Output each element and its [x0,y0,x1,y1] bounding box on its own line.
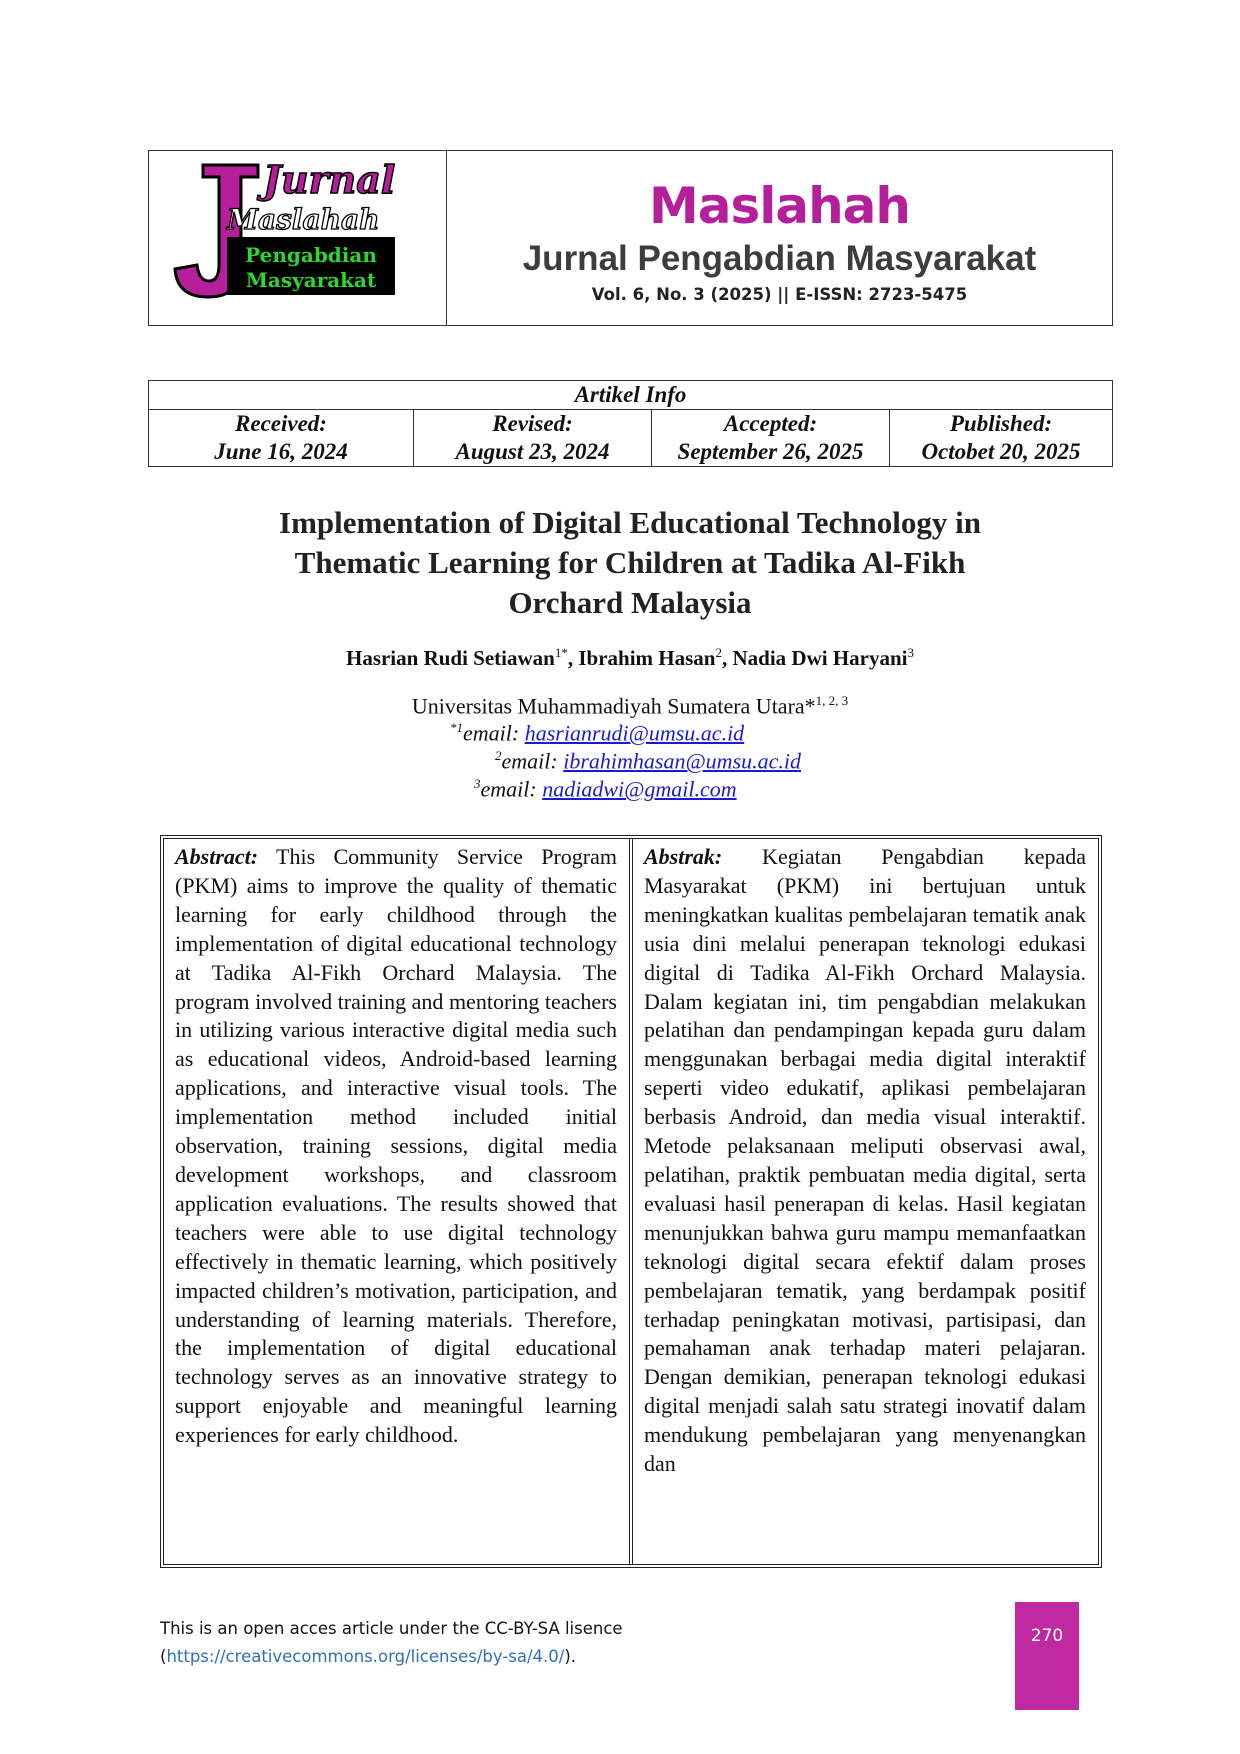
page-number: 270 [1030,1626,1064,1646]
title-line: Thematic Learning for Children at Tadika… [294,545,966,580]
received-label: Received: [235,411,327,436]
logo-word-mid: Maslahah [226,203,380,236]
abstract-text: This Community Service Program (PKM) aim… [175,844,617,1448]
author-list: Hasrian Rudi Setiawan1*, Ibrahim Hasan2,… [345,645,915,670]
journal-logo: Jurnal Maslahah Pengabdian Masyarakat [173,157,396,299]
email-line: 3email: nadiadwi@gmail.com [474,776,737,802]
journal-logo-cell: Jurnal Maslahah Pengabdian Masyarakat [149,151,447,325]
revised-date: August 23, 2024 [455,439,610,464]
journal-masthead: Jurnal Maslahah Pengabdian Masyarakat Ma… [148,150,1113,326]
email-line: *1email: hasrianrudi@umsu.ac.id [450,720,745,746]
author-sup: 2 [715,645,722,660]
paper-title: Implementation of Digital Educational Te… [180,503,1080,623]
author-name: Nadia Dwi Haryani [732,646,908,670]
license-link[interactable]: https://creativecommons.org/licenses/by-… [166,1647,565,1666]
author-sup: 3 [907,645,915,660]
revised-cell: Revised: August 23, 2024 [413,409,652,467]
logo-line-1: Pengabdian [245,243,377,267]
journal-name: Maslahah [648,177,911,235]
author-name: Hasrian Rudi Setiawan [345,646,555,670]
abstract-label: Abstract: [175,844,259,869]
published-cell: Published: Octobet 20, 2025 [889,409,1113,467]
abstract-indonesian: Abstrak: Kegiatan Pengabdian kepada Masy… [633,839,1098,1564]
accepted-label: Accepted: [723,411,818,436]
abstrak-label: Abstrak: [644,844,723,869]
published-label: Published: [949,411,1053,436]
title-line: Implementation of Digital Educational Te… [279,505,981,540]
received-cell: Received: June 16, 2024 [148,409,414,467]
logo-word-top: Jurnal [257,157,395,202]
affiliation: Universitas Muhammadiyah Sumatera Utara*… [411,693,849,719]
journal-title-cell: Maslahah Jurnal Pengabdian Masyarakat Vo… [447,151,1112,325]
logo-line-2: Masyarakat [246,268,377,292]
page-number-box: 270 [1015,1602,1079,1710]
license-link-line: (https://creativecommons.org/licenses/by… [160,1647,577,1666]
author-name: Ibrahim Hasan [578,646,716,670]
email-line: 2email: ibrahimhasan@umsu.ac.id [495,748,802,774]
email-link[interactable]: ibrahimhasan@umsu.ac.id [563,748,802,774]
license-text: This is an open acces article under the … [160,1619,623,1638]
received-date: June 16, 2024 [214,439,348,464]
email-link[interactable]: nadiadwi@gmail.com [542,776,737,802]
title-line: Orchard Malaysia [508,585,752,620]
abstract-box: Abstract: This Community Service Program… [160,835,1102,1568]
license-footer: This is an open acces article under the … [160,1615,623,1671]
published-date: Octobet 20, 2025 [921,439,1081,464]
revised-label: Revised: [492,411,573,436]
abstract-english: Abstract: This Community Service Program… [164,839,633,1564]
journal-volume: Vol. 6, No. 3 (2025) || E-ISSN: 2723-547… [591,285,968,304]
email-link[interactable]: hasrianrudi@umsu.ac.id [524,720,745,746]
article-info-table: Artikel Info Received: June 16, 2024 Rev… [148,380,1113,467]
journal-subtitle: Jurnal Pengabdian Masyarakat [522,239,1037,278]
author-sup: 1* [554,645,568,660]
article-info-heading: Artikel Info [148,380,1113,410]
abstrak-text: Kegiatan Pengabdian kepada Masyarakat (P… [644,844,1086,1477]
accepted-date: September 26, 2025 [677,439,864,464]
accepted-cell: Accepted: September 26, 2025 [651,409,890,467]
